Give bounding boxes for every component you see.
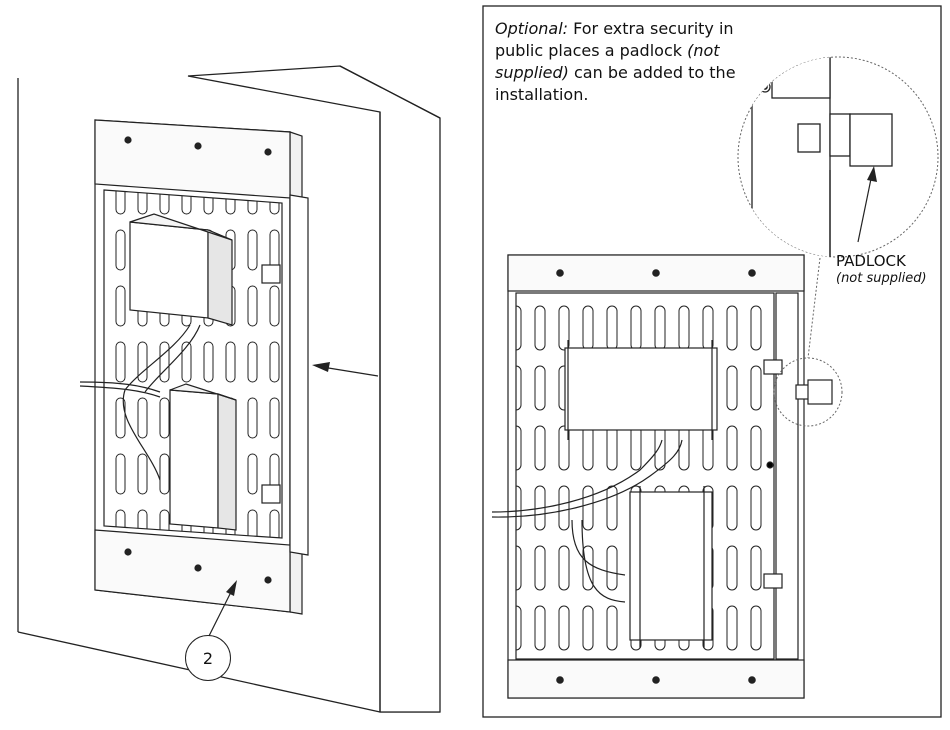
note-line1: For extra security in public places a pa… (495, 19, 734, 60)
note-optional: Optional: (495, 19, 569, 38)
padlock-title: PADLOCK (836, 252, 906, 270)
padlock-sub: (not supplied) (836, 271, 927, 286)
wall-view (17, 65, 441, 713)
optional-note: Optional: For extra security in public p… (495, 18, 757, 106)
padlock-zoom (737, 56, 939, 258)
callout-leader (207, 580, 237, 639)
enclosure-left (79, 119, 309, 615)
insert-arrow (312, 362, 379, 377)
zoom-source (773, 257, 843, 427)
callout-number: 2 (185, 635, 231, 681)
callout-number-text: 2 (202, 648, 214, 668)
padlock-label: PADLOCK (not supplied) (836, 252, 946, 288)
note-line2: can be added to the installation. (495, 63, 736, 104)
note-not-supplied: (not supplied) (495, 41, 720, 82)
enclosure-detail (491, 254, 833, 699)
